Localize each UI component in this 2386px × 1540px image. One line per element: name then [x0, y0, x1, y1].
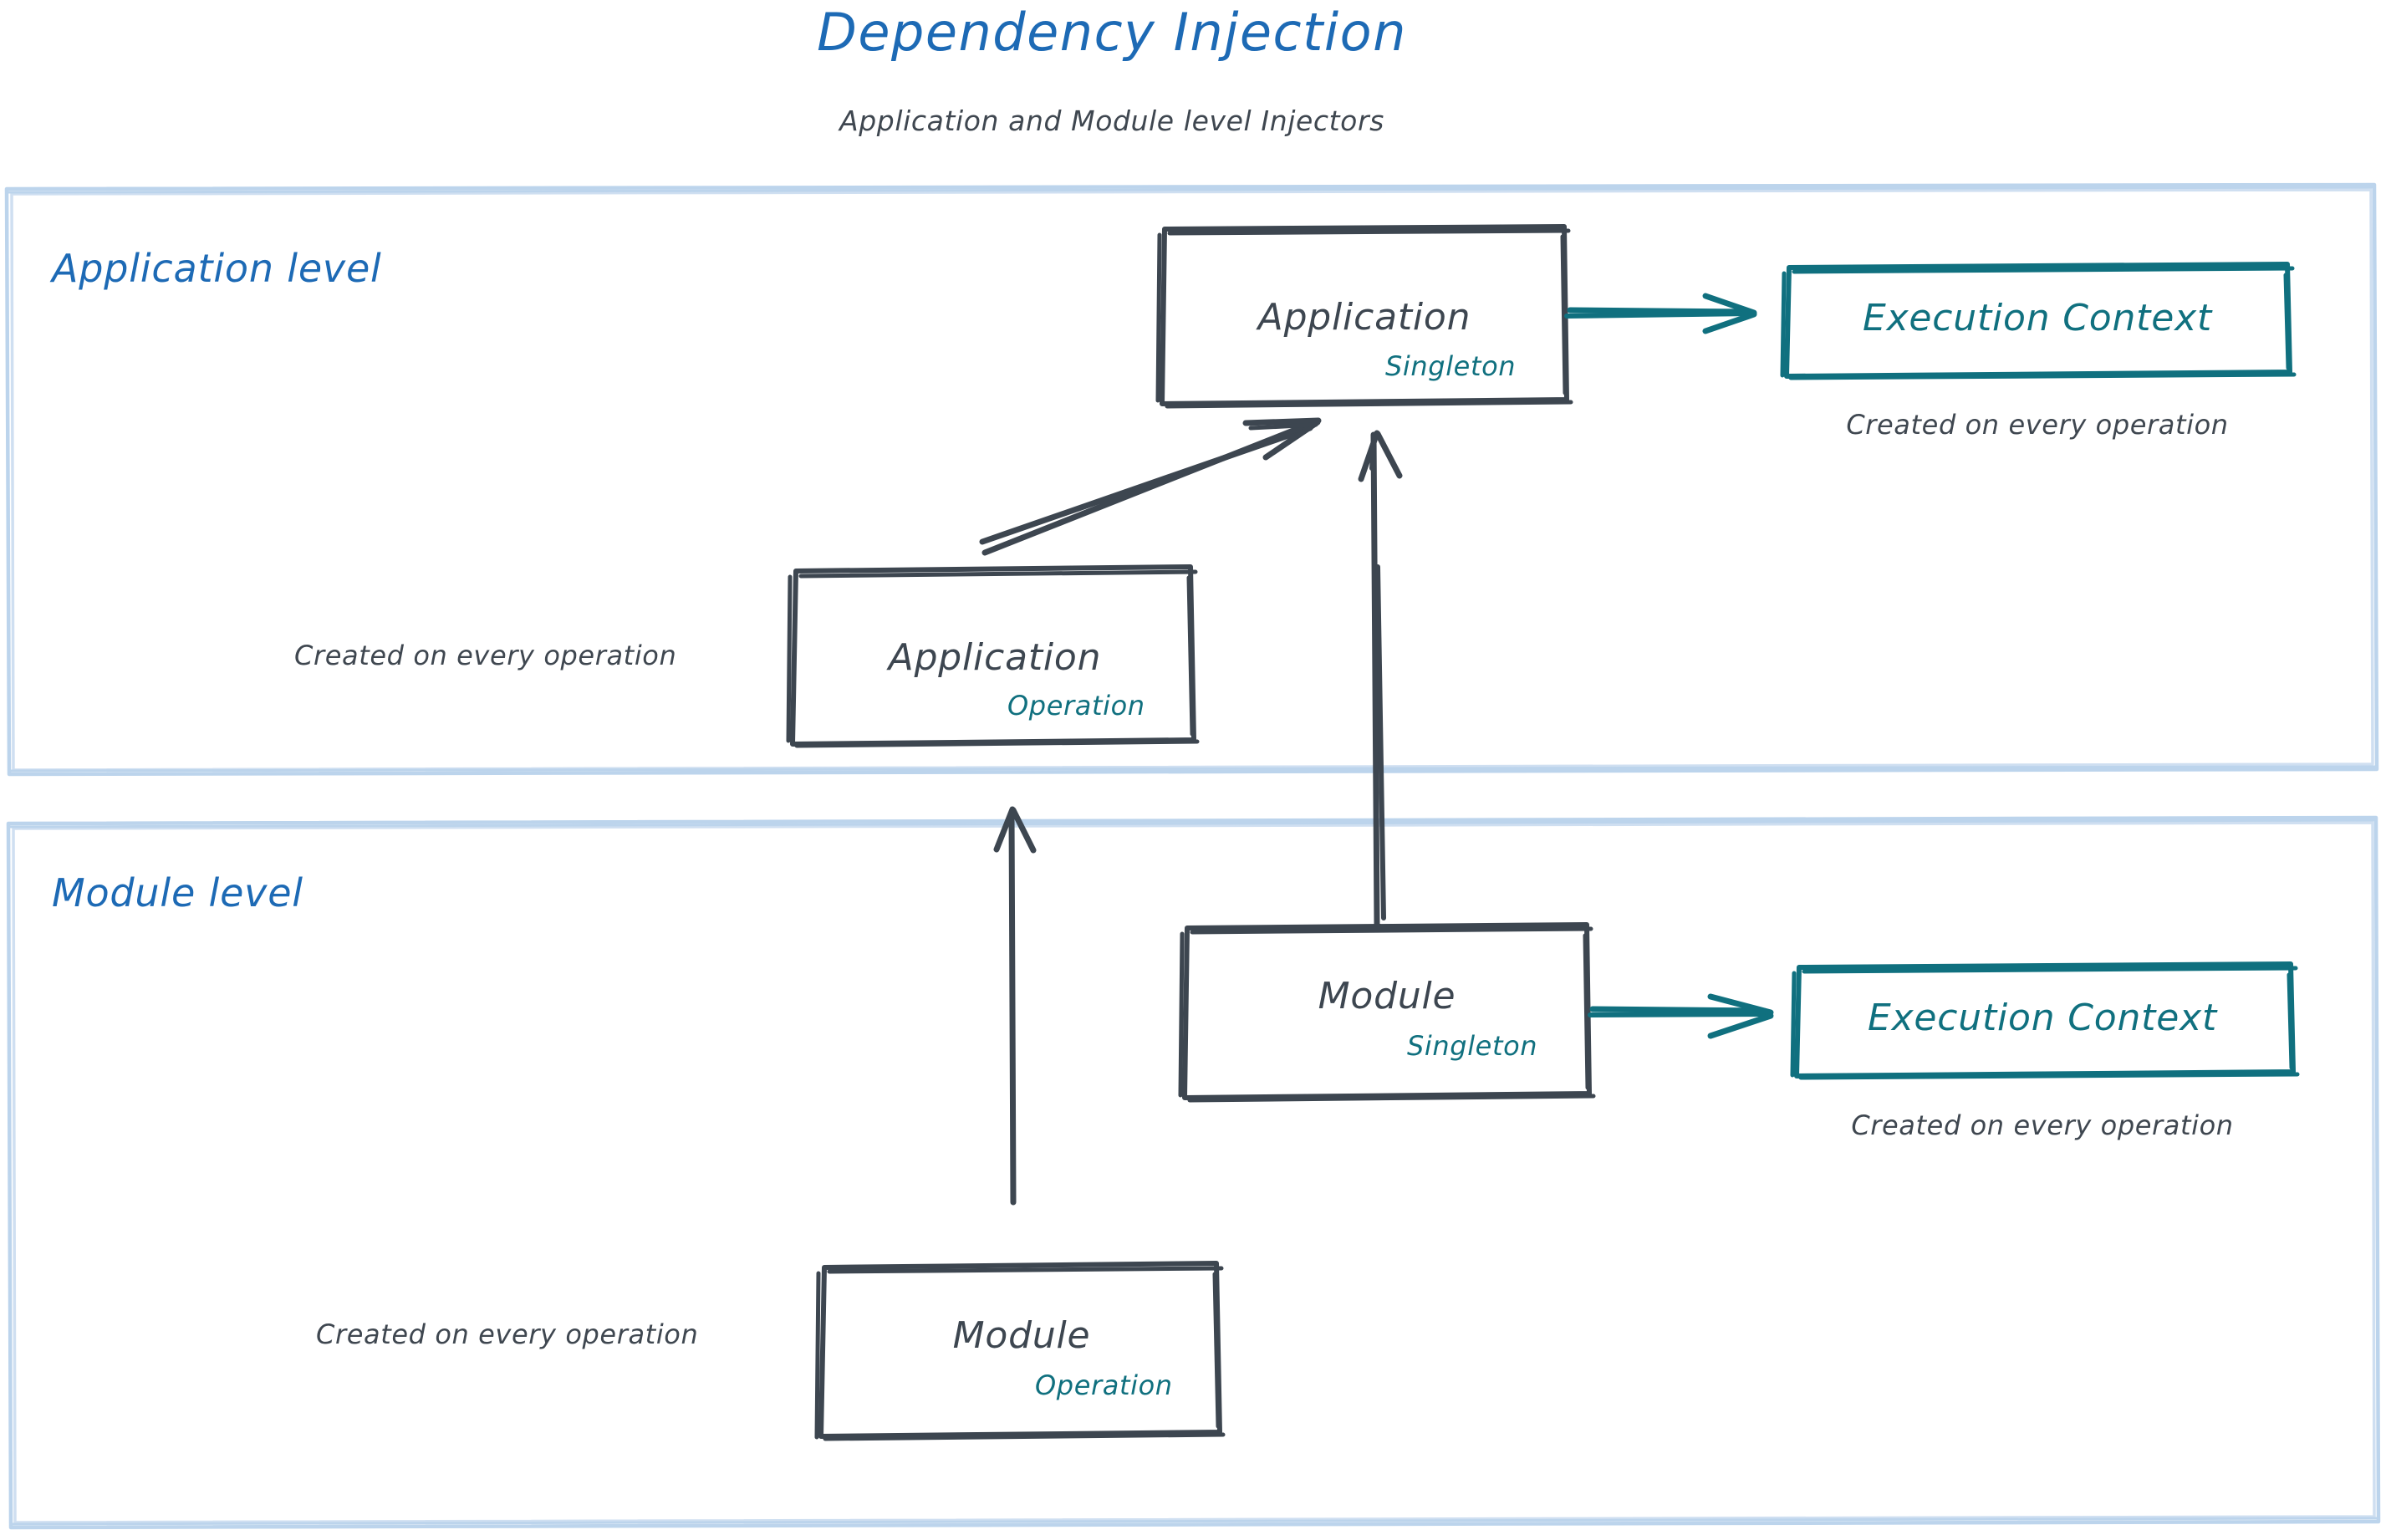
application-operation-box[interactable]: [786, 564, 1200, 748]
application-operation-caption: Created on every operation: [294, 640, 677, 671]
arrow-app-singleton-to-execution-context: [1564, 293, 1757, 334]
page-subtitle: Application and Module level Injectors: [839, 105, 1384, 137]
page-title: Dependency Injection: [817, 2, 1407, 63]
execution-context-module-box[interactable]: [1790, 961, 2300, 1080]
application-level-container: [4, 182, 2379, 777]
arrow-module-operation-to-app-operation: [993, 806, 1037, 1206]
module-singleton-box[interactable]: [1178, 922, 1596, 1103]
application-singleton-box[interactable]: [1155, 224, 1573, 409]
module-operation-title: Module: [952, 1314, 1091, 1357]
arrow-app-operation-to-app-singleton: [979, 417, 1322, 556]
module-operation-box[interactable]: [814, 1261, 1226, 1441]
section-label-application-level: Application level: [52, 246, 382, 291]
application-singleton-scope: Singleton: [1385, 350, 1517, 382]
arrow-module-singleton-to-execution-context: [1588, 993, 1774, 1039]
application-operation-scope: Operation: [1007, 690, 1145, 722]
execution-context-application-caption: Created on every operation: [1846, 409, 2229, 441]
module-level-container: [6, 815, 2381, 1530]
execution-context-module-title: Execution Context: [1867, 997, 2218, 1039]
application-singleton-title: Application: [1257, 296, 1471, 339]
module-singleton-title: Module: [1318, 975, 1456, 1017]
execution-context-application-box[interactable]: [1780, 262, 2297, 380]
module-singleton-scope: Singleton: [1407, 1030, 1538, 1062]
execution-context-application-title: Execution Context: [1862, 297, 2213, 339]
arrow-module-singleton-to-app-singleton: [1358, 430, 1403, 927]
section-label-module-level: Module level: [52, 870, 303, 915]
application-operation-title: Application: [888, 636, 1102, 679]
module-operation-caption: Created on every operation: [316, 1318, 699, 1350]
module-operation-scope: Operation: [1035, 1369, 1173, 1401]
execution-context-module-caption: Created on every operation: [1851, 1109, 2234, 1141]
